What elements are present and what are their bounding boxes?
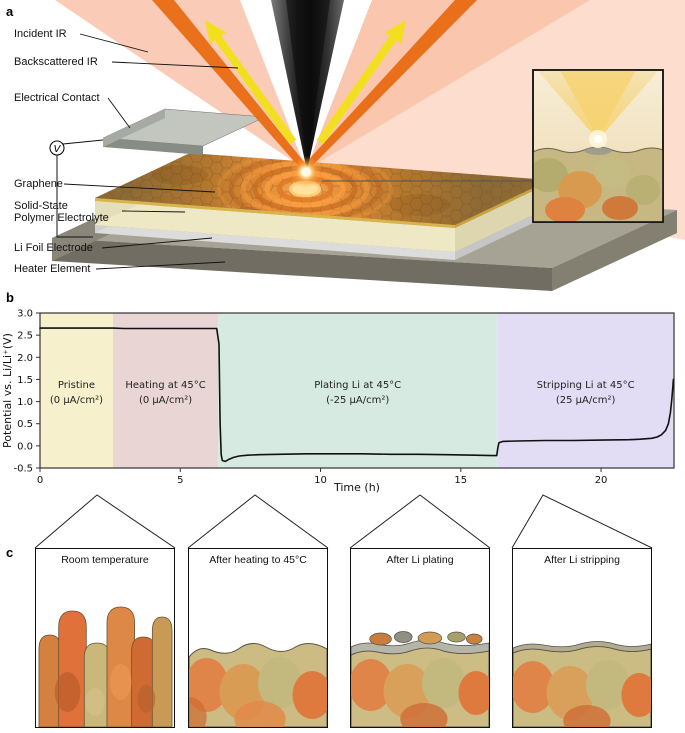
label-electrolyte-line2: Polymer Electrolyte [14,212,109,224]
morphology-illustration-room-temperature [38,606,173,727]
label-incident-ir: Incident IR [14,28,67,40]
chart-region-bg-0 [40,313,113,468]
chart-xtick-label: 20 [595,475,608,486]
panel-c-letter: c [6,545,14,560]
afm-tip [271,0,344,171]
morphology-title: Room temperature [61,554,149,566]
morphology-title: After Li plating [386,554,454,566]
plated-li-layer [351,639,489,656]
zoom-funnel-connectors [34,494,653,548]
morphology-title: After heating to 45°C [209,554,307,566]
panel-b-letter: b [6,290,14,305]
chart-xtick-label: 15 [454,475,467,486]
label-graphene: Graphene [14,178,63,190]
chart-region-sublabel-3: (25 µA/cm²) [556,395,616,406]
chart-xtick-label: 5 [177,475,183,486]
chart-ytick-label: 2.0 [17,353,33,364]
li-foil-layer [95,225,455,260]
chart-ylabel: Potential vs. Li/Li⁺(V) [1,333,14,448]
electrical-contact-plate [102,108,266,155]
label-electrolyte-line1: Solid-State [14,200,68,212]
incident-ir-beams [152,0,477,168]
inset-zoom-view [532,69,664,223]
chart-region-label-3: Stripping Li at 45°C [537,380,635,391]
chart-region-bg-3 [497,313,674,468]
potential-time-chart: Pristine (0 µA/cm²) Heating at 45°C (0 µA/c… [1,309,675,494]
chart-axis-frame [39,312,675,469]
morphology-illustration-after-stripping [513,641,651,727]
chart-xlabel: Time (h) [333,481,380,494]
morphology-box-after-heating: After heating to 45°C [188,548,328,728]
chart-region-sublabel-0: (0 µA/cm²) [50,395,103,406]
backscattered-ir-arrows [205,20,406,145]
morphology-illustration-after-plating [351,631,489,727]
morphology-box-after-stripping: After Li stripping [512,548,652,728]
polymer-electrolyte-layer [95,201,455,252]
chart-ytick-label: 0.5 [17,419,33,430]
chart-region-label-2: Plating Li at 45°C [314,380,401,391]
tip-glow [290,156,322,188]
chart-region-bg-2 [218,313,498,468]
chart-region-sublabel-1: (0 µA/cm²) [139,395,192,406]
morphology-box-room-temperature: Room temperature [35,548,175,728]
chart-ytick-label: 0.0 [17,441,33,452]
label-heater: Heater Element [14,263,91,275]
panel-a-letter: a [6,4,14,19]
chart-region-bg-1 [112,313,219,468]
chart-series-line-0 [39,327,675,463]
voltmeter: V [49,139,104,238]
morphology-box-after-plating: After Li plating [350,548,490,728]
chart-xtick-label: 0 [37,475,43,486]
chart-ytick-label: 1.0 [17,397,33,408]
chart-ytick-label: 3.0 [17,309,33,320]
chart-region-label-0: Pristine [58,380,95,391]
voltmeter-symbol: V [54,144,62,155]
chart-ytick-label: -0.5 [13,464,33,475]
chart-region-label-1: Heating at 45°C [125,380,205,391]
chart-region-sublabel-2: (-25 µA/cm²) [326,395,389,406]
label-electrolyte: Solid-State Polymer Electrolyte [14,200,109,224]
morphology-illustration-after-heating [189,643,327,727]
chart-ytick-label: 2.5 [17,331,33,342]
label-backscattered-ir: Backscattered IR [14,56,98,68]
chart-ytick-label: 1.5 [17,375,33,386]
sample-stack [95,108,550,260]
label-leader-lines [63,33,239,270]
stripped-li-crust [513,641,651,654]
morphology-title: After Li stripping [544,554,620,566]
afm-ir-setup-illustration: V [49,0,685,291]
label-li-foil: Li Foil Electrode [14,242,93,254]
chart-xtick-label: 10 [314,475,327,486]
label-electrical-contact: Electrical Contact [14,92,100,104]
